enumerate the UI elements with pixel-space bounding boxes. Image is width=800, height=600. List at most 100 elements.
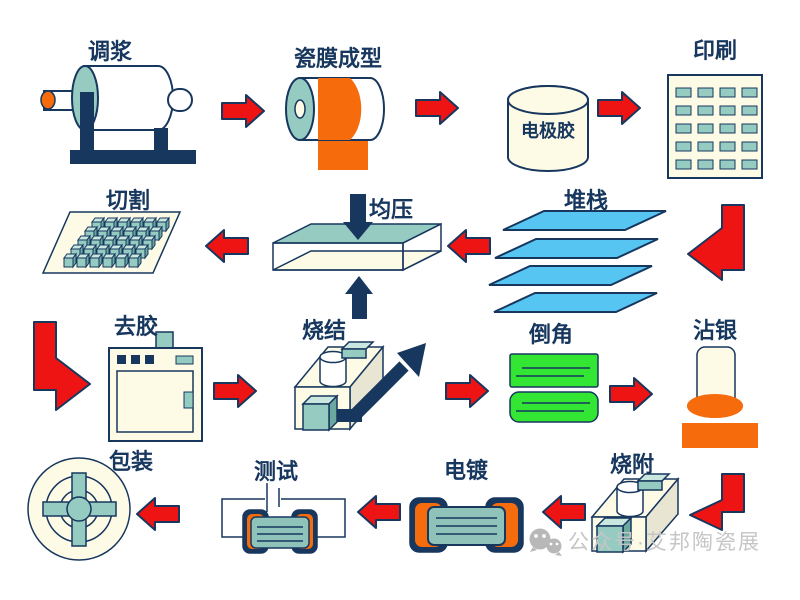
flow-arrow-left <box>136 497 180 531</box>
sheet <box>502 210 667 231</box>
wechat-bubble-large-tail <box>530 547 537 552</box>
watermark-text: 公众号·艾邦陶瓷展 <box>568 531 761 554</box>
oven-button <box>131 355 140 364</box>
oven-button <box>145 355 154 364</box>
kiln-top-block-front <box>341 348 367 359</box>
flow-arrow-right <box>445 374 489 408</box>
film-tape <box>318 138 368 170</box>
ball-mill-machine <box>40 65 196 164</box>
print-pad <box>741 123 758 134</box>
printing-plate <box>667 74 763 179</box>
print-pad <box>719 123 736 134</box>
mill-post-right <box>154 128 168 152</box>
cut-cube-front <box>128 257 139 268</box>
sintering-kiln <box>293 341 426 432</box>
print-pad <box>675 123 692 134</box>
mill-knob <box>167 88 193 112</box>
print-pad <box>675 141 692 152</box>
cut-cube-front <box>63 257 74 268</box>
print-pad <box>697 123 714 134</box>
kiln-cylinder <box>319 356 347 388</box>
flow-arrow-right <box>597 91 641 125</box>
printed-pads <box>675 87 758 170</box>
stage-label-shaojie: 烧结 <box>302 318 346 343</box>
film-forming-roller <box>285 77 385 170</box>
sheet <box>488 265 653 286</box>
stage-label-diandu: 电镀 <box>444 458 489 483</box>
print-pad <box>675 87 692 98</box>
kiln-cylinder <box>616 486 644 518</box>
block-square <box>509 353 599 388</box>
stage-label-tiaojiang: 调浆 <box>88 39 133 64</box>
conveyor-arrow-head <box>397 343 426 377</box>
mill-post-left <box>80 92 94 152</box>
debinding-oven <box>108 331 203 442</box>
reel-hub <box>66 496 92 522</box>
kiln-cube-front <box>302 403 330 431</box>
flow-arrow-left <box>205 229 249 263</box>
wechat-icon <box>529 528 562 556</box>
cut-cube-front <box>115 257 126 268</box>
canister-lid <box>507 85 589 115</box>
stage-label-junya: 均压 <box>369 197 413 222</box>
press-right-face <box>402 222 442 272</box>
firing-kiln <box>590 473 680 554</box>
flow-arrow-right <box>221 94 265 128</box>
watermark: 公众号·艾邦陶瓷展 <box>529 528 761 556</box>
stage-label-cimochengxing: 瓷膜成型 <box>294 46 382 71</box>
wechat-bubble-large <box>529 528 551 550</box>
kiln-top-block-front <box>637 480 663 491</box>
flow-arrow-left <box>542 495 586 529</box>
cut-chips <box>63 216 170 269</box>
stacked-sheets <box>488 210 667 313</box>
print-pad <box>741 141 758 152</box>
block-rounded <box>509 391 599 423</box>
flow-arrow-right <box>415 91 459 125</box>
flow-arrow-left <box>447 229 491 263</box>
silver-dipping <box>682 346 758 448</box>
press-box <box>272 194 442 319</box>
kiln-cube-front <box>596 525 624 553</box>
electrode-paste-canister: 电极胶 <box>507 85 589 172</box>
print-pad <box>741 105 758 116</box>
press-down-arrow-shaft <box>350 194 366 224</box>
sheet <box>494 238 659 259</box>
stage-label-zhanyin: 沾银 <box>693 318 738 343</box>
cutting-plate <box>41 211 182 274</box>
stage-label-dianjijiao: 电极胶 <box>521 120 575 141</box>
mill-base <box>70 150 196 164</box>
flow-arrow-right <box>213 374 257 408</box>
stage-label-duizhan: 堆栈 <box>564 188 608 213</box>
print-pad <box>697 87 714 98</box>
print-pad <box>719 87 736 98</box>
print-pad <box>719 141 736 152</box>
test-circuit <box>221 483 346 554</box>
sheet <box>493 292 658 313</box>
chip-body <box>250 516 310 549</box>
roller-band <box>318 78 362 140</box>
cut-cube-front <box>76 257 87 268</box>
print-pad <box>741 87 758 98</box>
wechat-eye <box>542 534 546 538</box>
flow-arrow-bend-down-right <box>33 321 91 411</box>
wechat-eye <box>549 542 553 546</box>
print-pad <box>697 105 714 116</box>
press-bottom-face <box>272 250 442 271</box>
flow-arrow-bend-down-left <box>687 204 745 281</box>
stage-label-baozhuang: 包装 <box>109 449 153 474</box>
stage-label-ceshi: 测试 <box>254 459 298 484</box>
oven-button <box>117 355 126 364</box>
cut-cube-front <box>102 257 113 268</box>
stage-label-shaofu: 烧附 <box>610 452 654 477</box>
stage-label-qiege: 切割 <box>106 188 150 213</box>
flow-arrow-right <box>609 377 653 411</box>
flow-arrow-bend-down-left <box>689 473 745 531</box>
plated-chip <box>409 497 524 553</box>
print-pad <box>719 105 736 116</box>
print-pad <box>675 105 692 116</box>
wechat-bubble-small <box>546 538 562 554</box>
wechat-bubble-small-tail <box>555 552 562 556</box>
wechat-eye <box>534 534 538 538</box>
stage-label-yinshua: 印刷 <box>693 38 737 63</box>
